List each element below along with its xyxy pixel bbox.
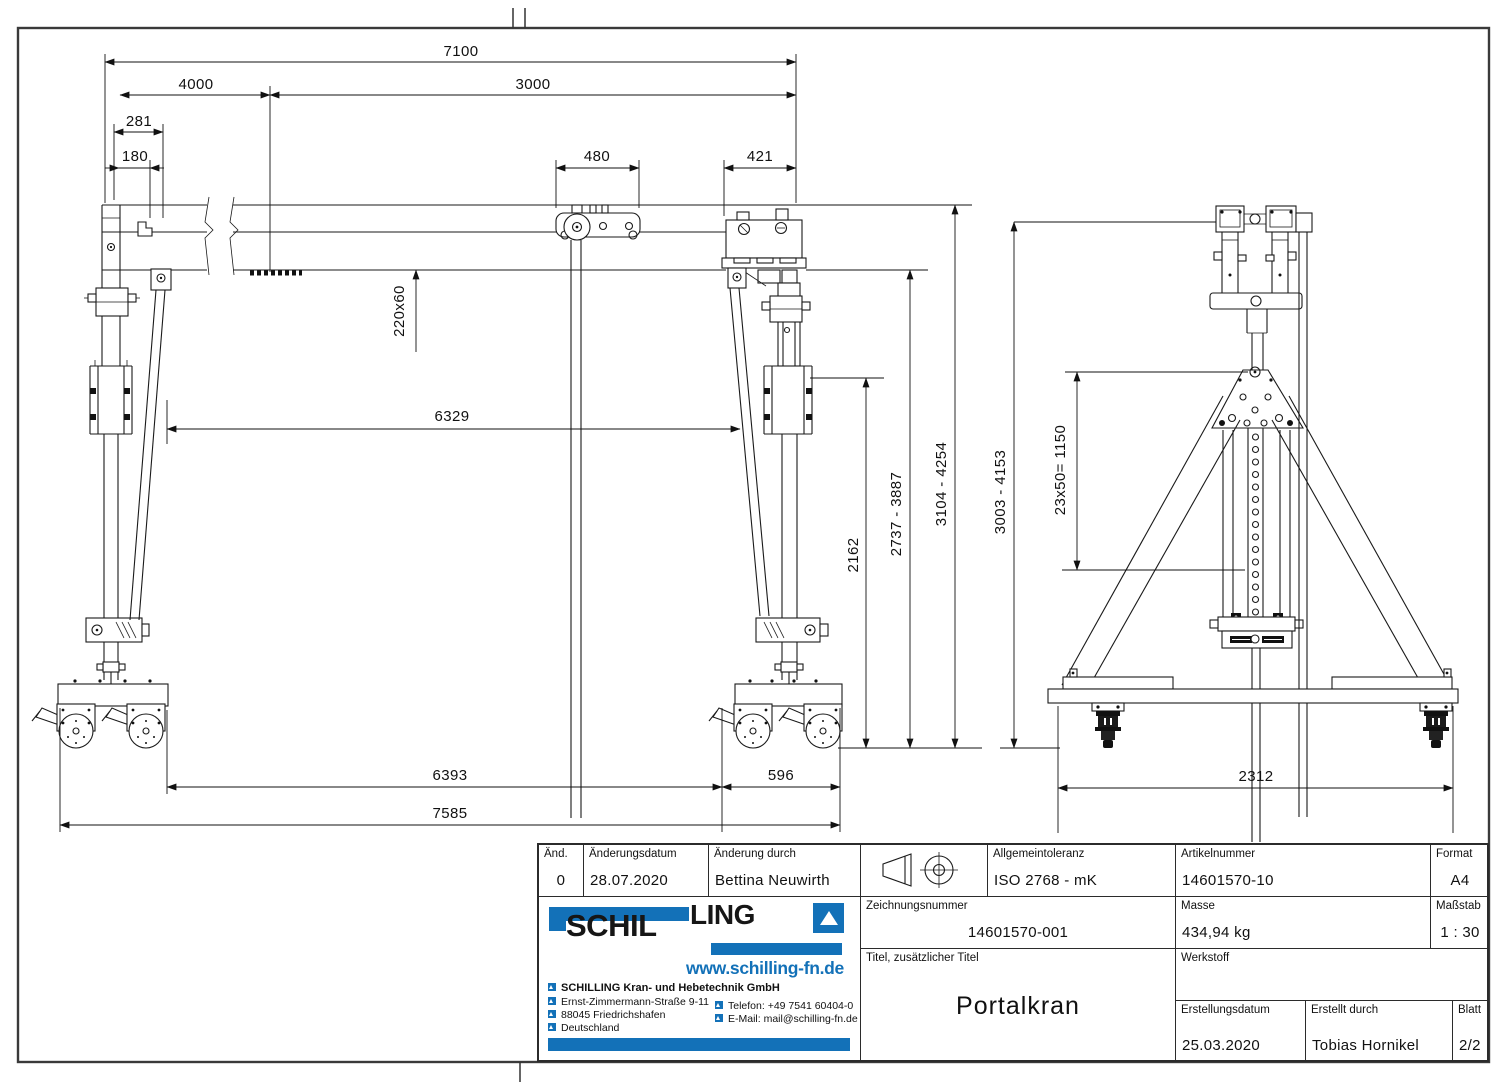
dim-side-height-range: 3003 - 4153: [992, 450, 1009, 534]
field-label: Änd.: [544, 848, 568, 860]
field-value: 28.07.2020: [590, 872, 669, 889]
logo-bar-tab: [549, 921, 566, 931]
dim-span-left: 4000: [179, 76, 214, 93]
logo-text-ling: LING: [690, 899, 755, 930]
field-created-by: Erstellt durch Tobias Hornikel: [1306, 1001, 1453, 1061]
dim-trolley-width: 480: [584, 148, 610, 165]
field-drawing-number: Zeichnungsnummer 14601570-001: [861, 897, 1176, 949]
bullet-icon: [548, 1023, 556, 1031]
dim-base-total: 7585: [433, 805, 468, 822]
field-value: ISO 2768 - mK: [994, 872, 1098, 889]
dim-offset-a: 281: [126, 113, 152, 130]
field-mass: Masse 434,94 kg: [1176, 897, 1431, 949]
logo-triangle-icon: [813, 903, 844, 933]
dim-clear-span: 6329: [435, 408, 470, 425]
field-label: Allgemeintoleranz: [993, 848, 1085, 860]
dim-height-range-high: 3104 - 4254: [933, 442, 950, 526]
email: E-Mail: mail@schilling-fn.de: [728, 1013, 858, 1025]
field-value: 0: [556, 872, 566, 889]
field-format: Format A4: [1431, 845, 1489, 897]
field-value: Bettina Neuwirth: [715, 872, 830, 889]
field-label: Zeichnungsnummer: [866, 900, 968, 912]
fold-marks: [512, 8, 526, 1082]
dim-carriage-width: 421: [747, 148, 773, 165]
field-value: 25.03.2020: [1182, 1037, 1261, 1054]
side-view: [1047, 205, 1459, 842]
dim-base-leg: 596: [768, 767, 794, 784]
field-sheet: Blatt 2/2: [1453, 1001, 1489, 1061]
address-street: Ernst-Zimmermann-Straße 9-11: [561, 996, 710, 1008]
field-label: Blatt: [1458, 1004, 1482, 1016]
sheet-border: [16, 26, 1491, 1064]
field-value: 1 : 30: [1440, 924, 1480, 941]
dim-height-range-low: 2737 - 3887: [888, 472, 905, 556]
bullet-icon: [548, 997, 556, 1005]
field-revision: Änd. 0: [539, 845, 584, 897]
field-value: A4: [1450, 872, 1470, 889]
field-tolerance: Allgemeintoleranz ISO 2768 - mK: [988, 845, 1176, 897]
logo-text-schil: SCHIL: [566, 908, 657, 943]
logo-bar-bottom: [548, 1038, 850, 1051]
logo-bar-top: [549, 907, 689, 921]
dim-height-col: 2162: [845, 538, 862, 573]
field-article-number: Artikelnummer 14601570-10: [1176, 845, 1431, 897]
front-view: [31, 196, 843, 818]
company-logo: SCHIL LING www.schilling-fn.de SCHILLING…: [539, 897, 861, 1061]
field-value: Tobias Hornikel: [1312, 1037, 1420, 1054]
address-row: 88045 Friedrichshafen: [548, 1009, 665, 1021]
dim-offset-b: 180: [122, 148, 148, 165]
company-name: SCHILLING Kran- und Hebetechnik GmbH: [561, 982, 780, 994]
field-label: Erstellungsdatum: [1181, 1004, 1270, 1016]
dim-base-span: 6393: [433, 767, 468, 784]
email-row: E-Mail: mail@schilling-fn.de: [715, 1013, 858, 1025]
phone-row: Telefon: +49 7541 60404-0: [715, 1000, 853, 1012]
bullet-icon: [715, 1001, 723, 1009]
field-value: 2/2: [1459, 1037, 1481, 1054]
field-change-date: Änderungsdatum 28.07.2020: [584, 845, 709, 897]
field-value: 434,94 kg: [1182, 924, 1251, 941]
phone: Telefon: +49 7541 60404-0: [728, 1000, 854, 1012]
bullet-icon: [548, 1010, 556, 1018]
field-label: Titel, zusätzlicher Titel: [866, 952, 979, 964]
field-material: Werkstoff: [1176, 949, 1489, 1001]
dim-span-right: 3000: [516, 76, 551, 93]
field-label: Werkstoff: [1181, 952, 1230, 964]
logo-website: www.schilling-fn.de: [686, 958, 844, 978]
address-row: Deutschland: [548, 1022, 619, 1034]
field-label: Artikelnummer: [1181, 848, 1256, 860]
drawing-title: Portalkran: [956, 992, 1080, 1020]
dim-beam-profile: 220x60: [391, 285, 408, 337]
field-title: Titel, zusätzlicher Titel Portalkran: [861, 949, 1176, 1061]
field-value: 14601570-001: [967, 924, 1069, 941]
field-label: Format: [1436, 848, 1473, 860]
field-label: Maßstab: [1436, 900, 1481, 912]
field-changed-by: Änderung durch Bettina Neuwirth: [709, 845, 861, 897]
field-label: Erstellt durch: [1311, 1004, 1379, 1016]
address-country: Deutschland: [561, 1022, 620, 1034]
field-label: Änderung durch: [714, 848, 796, 860]
dim-hole-pattern: 23x50= 1150: [1052, 425, 1069, 515]
field-scale: Maßstab 1 : 30: [1431, 897, 1489, 949]
projection-symbol-cell: [861, 845, 988, 897]
address-row: Ernst-Zimmermann-Straße 9-11: [548, 996, 709, 1008]
field-label: Masse: [1181, 900, 1215, 912]
dim-overall-top: 7100: [444, 43, 479, 60]
field-value: 14601570-10: [1182, 872, 1274, 889]
first-angle-projection-icon: [882, 852, 958, 888]
title-block: Änd. 0 Änderungsdatum 28.07.2020 Änderun…: [537, 843, 1489, 1062]
dimensions: 7100 4000 3000 281 180 480 421 220x60 63…: [59, 43, 1454, 833]
logo-bar-under: [711, 943, 842, 955]
company-name-row: SCHILLING Kran- und Hebetechnik GmbH: [548, 982, 780, 994]
bullet-icon: [548, 983, 556, 991]
field-created-date: Erstellungsdatum 25.03.2020: [1176, 1001, 1306, 1061]
address-city: 88045 Friedrichshafen: [561, 1009, 666, 1021]
dim-side-base-width: 2312: [1239, 768, 1274, 785]
bullet-icon: [715, 1014, 723, 1022]
field-label: Änderungsdatum: [589, 848, 677, 860]
